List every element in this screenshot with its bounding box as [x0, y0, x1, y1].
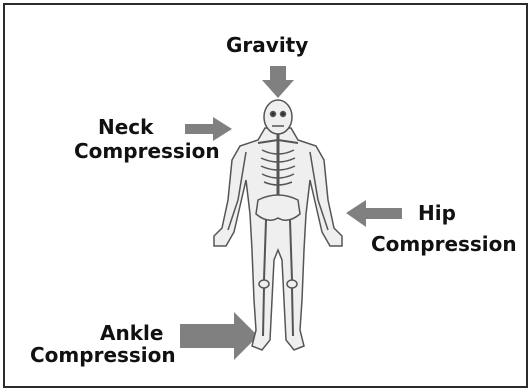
ankle-label-line1: Ankle [100, 322, 163, 344]
ankle-arrow [180, 312, 258, 360]
neck-arrow [185, 117, 232, 141]
gravity-arrow [262, 66, 294, 98]
neck-label-line2: Compression [74, 140, 220, 162]
ankle-label-line2: Compression [30, 344, 176, 366]
skeleton-body [214, 100, 342, 350]
hip-arrow [346, 200, 402, 227]
gravity-label: Gravity [226, 34, 308, 56]
hip-label-line1: Hip [418, 202, 456, 224]
neck-label-line1: Neck [98, 116, 153, 138]
hip-label-line2: Compression [371, 233, 517, 255]
